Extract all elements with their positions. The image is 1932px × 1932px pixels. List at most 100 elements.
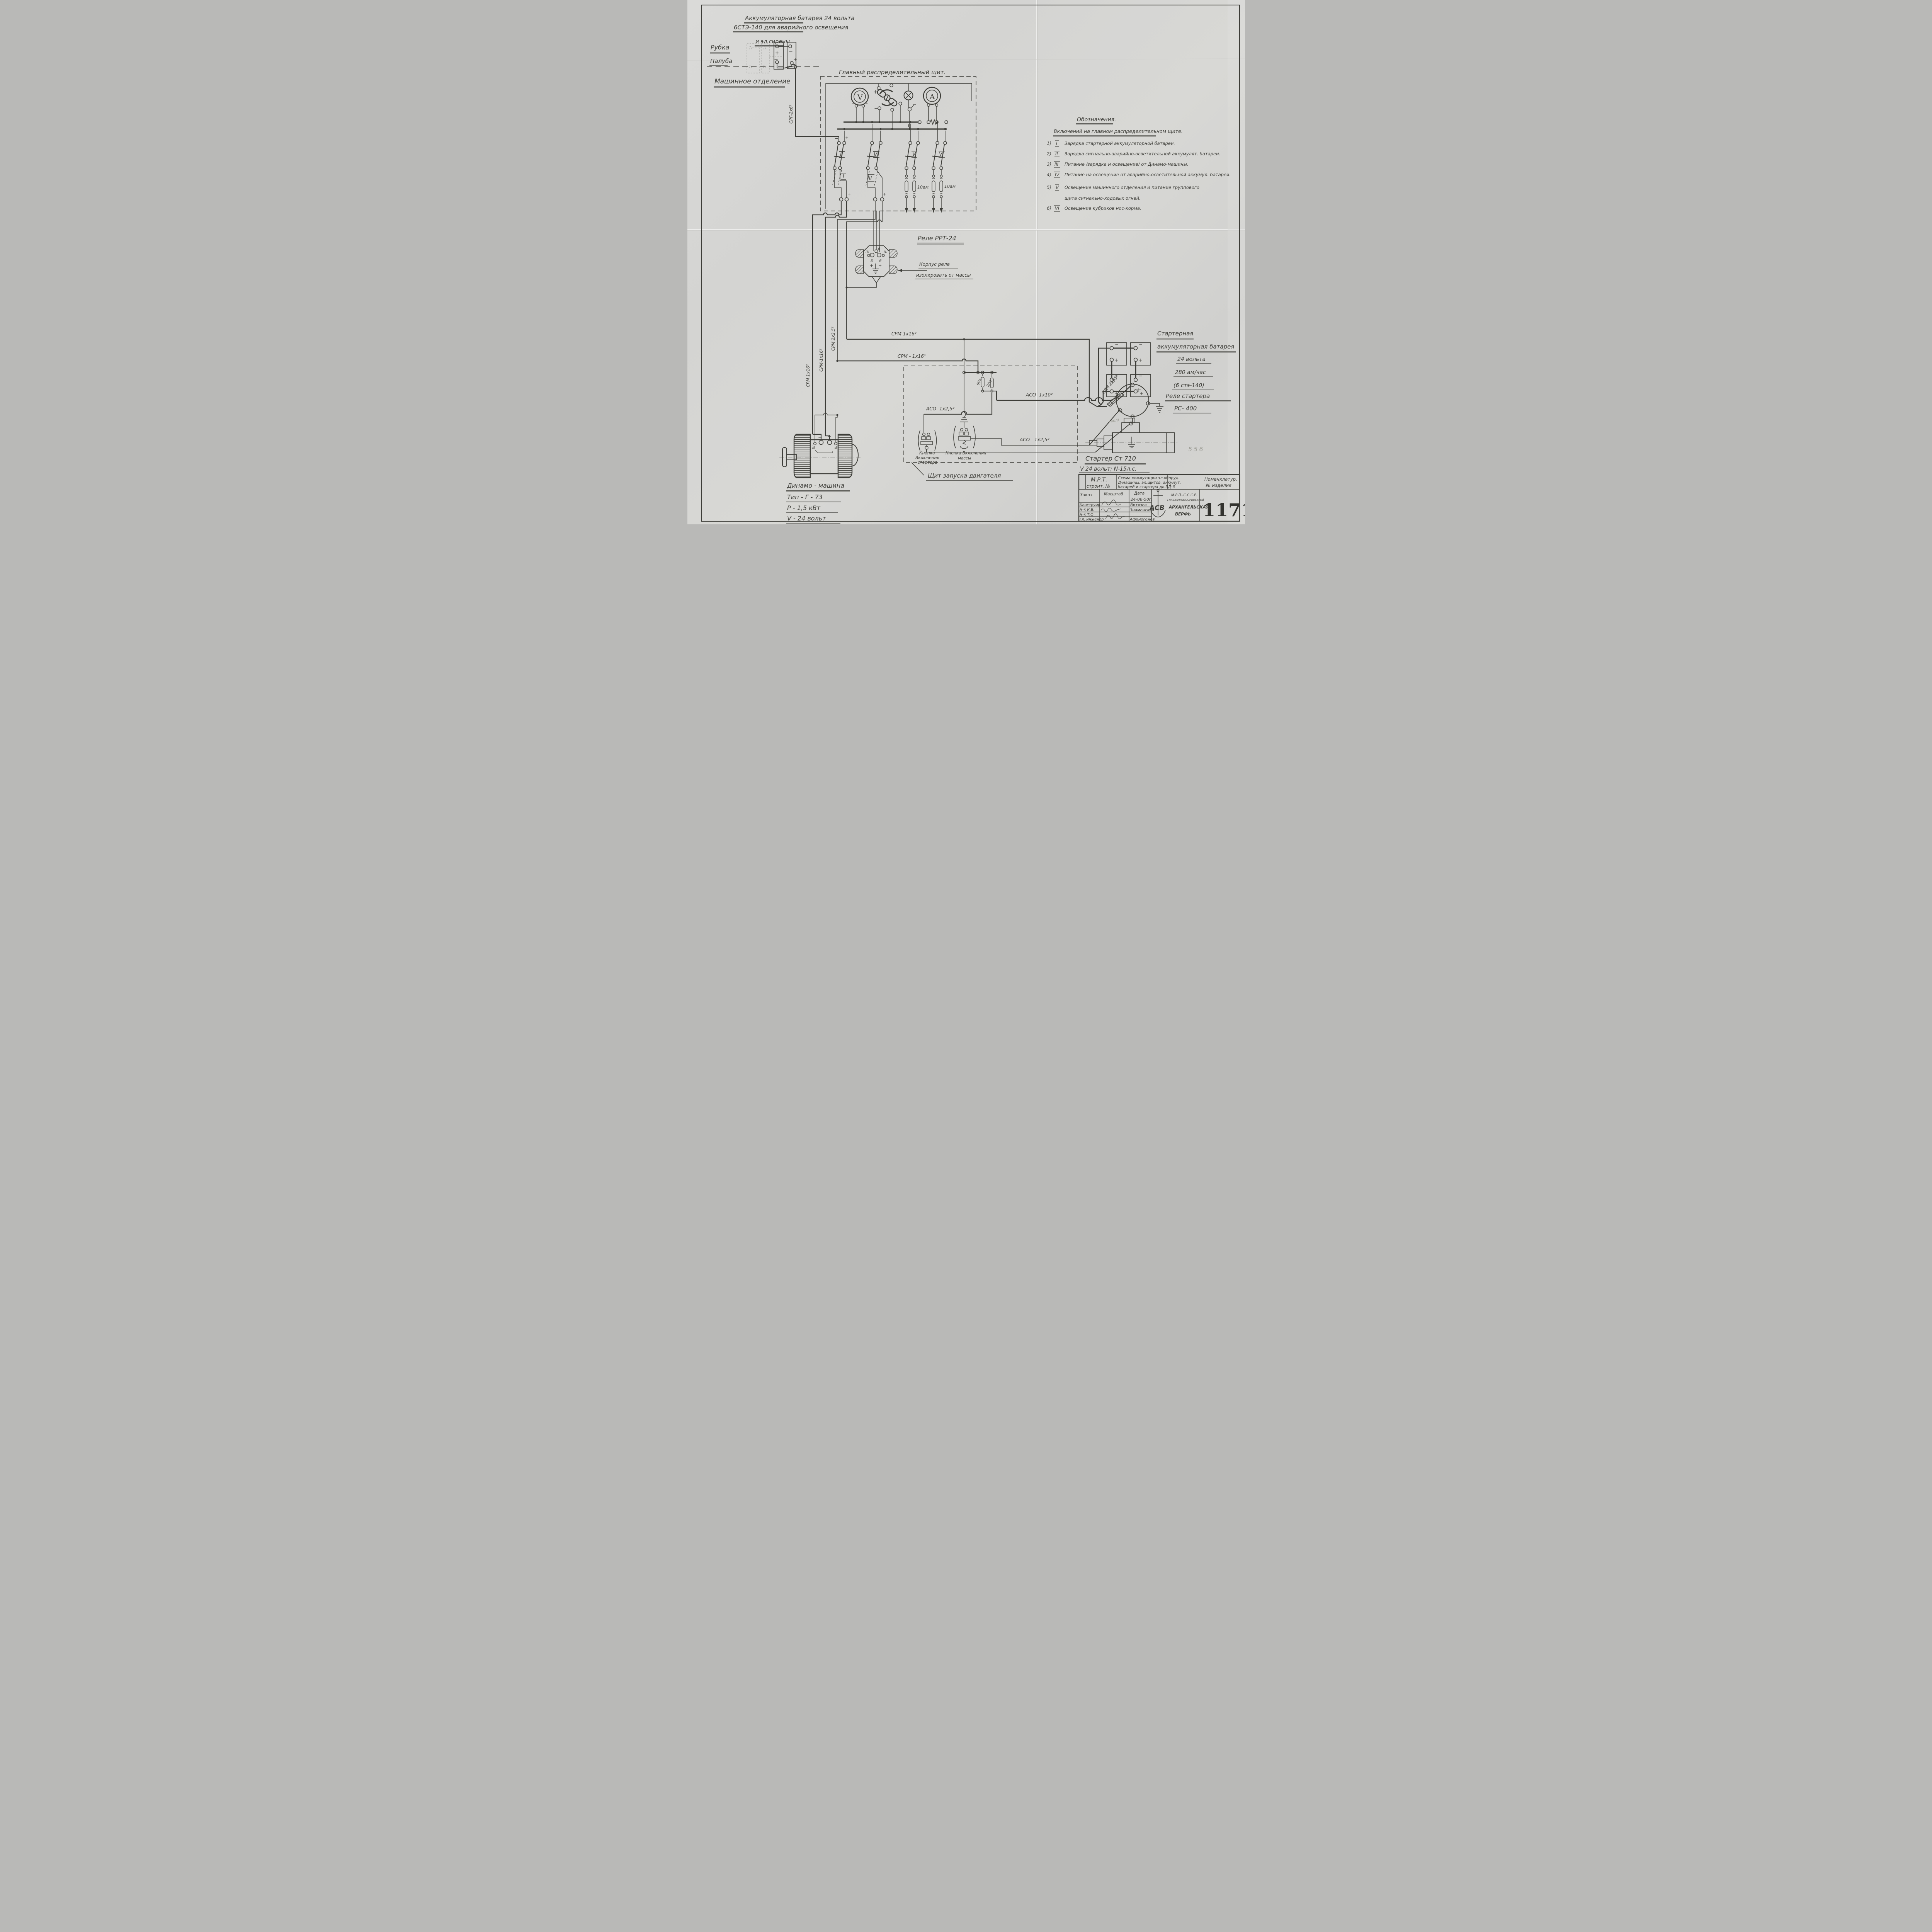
shipyard-logo: АСВ М.Р.П.-С.С.С.Р. ГЛАВЗАПРЫБОСУДОСТРОЙ… bbox=[1149, 489, 1209, 517]
tb-nomen1: Номенклатур. bbox=[1204, 476, 1237, 482]
starter-button: Кнопка Включения стартера bbox=[915, 430, 939, 465]
selector-minus: − bbox=[874, 105, 879, 112]
btn-mass-l2: массы bbox=[958, 456, 971, 461]
tb-row4: Гл. инженер bbox=[1080, 517, 1104, 522]
fuse-10am-label-1: 10ам. bbox=[917, 185, 930, 190]
paluba-label: Палуба bbox=[710, 58, 732, 65]
battery-title-line1: Аккумуляторная батарея 24 вольта bbox=[745, 15, 854, 22]
srm16-v1-label: СРМ 1х16² bbox=[806, 364, 811, 387]
srm16-h2-label: СРМ - 1х16² bbox=[898, 354, 926, 359]
legend-item-5: Освещение машинного отделения и питание … bbox=[1065, 185, 1199, 190]
dynamo-l2: Тип - Г - 73 bbox=[787, 493, 823, 501]
battery-minus: − bbox=[789, 49, 793, 55]
battery-title-line2: 6СТЭ-140 для аварийного освещения bbox=[734, 24, 849, 31]
aso10-label: АСО- 1х10² bbox=[1026, 392, 1053, 398]
legend-roman-3: III bbox=[1054, 162, 1059, 167]
fuse-10am-label-2: 10ам bbox=[944, 184, 956, 189]
panel-to-dynamo-wires: СРМ 1х16² СРМ-1х16² СРМ 2х2,5² bbox=[806, 201, 883, 442]
charging-cables: СРМ 1х16² СРМ - 1х16² bbox=[836, 331, 1097, 417]
ammeter: A bbox=[917, 87, 948, 126]
signal-lamp bbox=[903, 83, 916, 129]
tb-desc1: Схема коммутации эл.оборуд. bbox=[1118, 476, 1180, 480]
engine-start-panel: Щит запуска двигателя 60а 20а АСО- 1х2,5… bbox=[903, 366, 1078, 481]
sbat-l2: аккумуляторная батарея bbox=[1157, 343, 1234, 350]
legend-num-3: 3) bbox=[1047, 162, 1051, 167]
swII-plus: + bbox=[845, 135, 849, 140]
rs400-l1: Реле стартера bbox=[1166, 393, 1210, 400]
legend-roman-2: II bbox=[1055, 151, 1058, 156]
fuse-60a-label: 60а bbox=[976, 378, 983, 386]
dynamo-minus: − bbox=[818, 435, 822, 440]
rs400-plus: + bbox=[1136, 386, 1141, 393]
title-block: М.Р.Т. строит. № Схема коммутации эл.обо… bbox=[1078, 474, 1245, 522]
legend-num-2: 2) bbox=[1047, 151, 1051, 156]
tb-name2: Знаменская bbox=[1130, 508, 1154, 512]
dynamo-sh2: Ш bbox=[834, 446, 838, 449]
voltmeter: V − + bbox=[850, 87, 869, 122]
rrt-term-sh2: Ш bbox=[884, 250, 888, 254]
rs400-pencil-note: (вкл) bbox=[1109, 418, 1119, 424]
rrt-term-ya1: Я bbox=[878, 247, 880, 251]
starter-l1: Стартер Ст 710 bbox=[1085, 455, 1136, 462]
sbat-m4: − bbox=[1139, 373, 1143, 379]
rrt-term-b: Б bbox=[871, 259, 873, 263]
srm95-cable: СРМ 2х95² bbox=[1097, 374, 1131, 407]
btn-starter-l2: Включения bbox=[915, 456, 939, 460]
rs400-l2: РС- 400 bbox=[1174, 405, 1197, 412]
legend-roman-1: I bbox=[1056, 141, 1058, 146]
dynamo-l4: V - 24 вольт bbox=[787, 515, 826, 522]
voltmeter-selector-switch: + − bbox=[873, 83, 902, 129]
tb-date-val: 24-06-50г. bbox=[1131, 497, 1153, 502]
relay-rs400: Реле стартера РС- 400 + (вкл) bbox=[1109, 383, 1231, 424]
srg-cable-label: СРГ-2х6² bbox=[789, 104, 794, 124]
dynamo: Ш − + Ш Динамо - машина Тип - Г - 73 Р -… bbox=[779, 434, 862, 524]
feeder-fuses: 10ам. 10ам bbox=[904, 170, 956, 213]
starter-pencil-note: 556 bbox=[1188, 446, 1205, 453]
rrt-term-ya2: Я bbox=[879, 259, 881, 263]
voltmeter-minus: − bbox=[852, 102, 855, 106]
panel-title: Главный распределительный щит. bbox=[839, 69, 946, 76]
aso10-wire bbox=[996, 397, 1116, 401]
battery-minus2: − bbox=[774, 57, 778, 63]
battery-plus2: + bbox=[793, 57, 797, 62]
tb-masshtab: Масштаб bbox=[1104, 492, 1123, 497]
sbat-type: (6 стэ-140) bbox=[1173, 383, 1204, 389]
t1-minus: − bbox=[838, 192, 842, 197]
tb-name1: Витязев bbox=[1130, 503, 1147, 507]
legend-num-5: 5) bbox=[1047, 185, 1051, 190]
dynamo-l3: Р - 1,5 кВт bbox=[787, 504, 821, 512]
sbat-p1: + bbox=[1115, 357, 1119, 363]
legend-item-4: Питание на освещение от аварийно-осветит… bbox=[1065, 172, 1231, 177]
tb-row3: Н-к Т.О bbox=[1080, 513, 1094, 517]
legend-title: Обозначения. bbox=[1077, 117, 1116, 123]
legend-item-2: Зарядка сигнально-аварийно-осветительной… bbox=[1065, 151, 1220, 156]
legend-num-1: 1) bbox=[1047, 141, 1051, 146]
sbat-p2: + bbox=[1139, 357, 1143, 363]
mass-to-relay-wire bbox=[970, 410, 1120, 446]
fuse-20a-label: 20а bbox=[986, 379, 993, 388]
paper-creases bbox=[687, 0, 1245, 524]
btn-starter-l3: стартера bbox=[918, 460, 937, 465]
sbat-m2: − bbox=[1139, 342, 1143, 347]
rrt-plus1: + bbox=[870, 263, 873, 268]
voltmeter-plus: + bbox=[865, 101, 868, 105]
legend-item-1: Зарядка стартерной аккумуляторной батаре… bbox=[1065, 141, 1175, 146]
btn-starter-l1: Кнопка bbox=[919, 451, 935, 456]
tb-stroit: строит. № bbox=[1087, 483, 1110, 489]
aso25b-label: АСО - 1х2,5² bbox=[1019, 437, 1049, 442]
tb-desc3: батарей и стартера дв.3Д-6 bbox=[1118, 485, 1175, 489]
rrt-term-sh1: Ш bbox=[866, 250, 869, 254]
legend: Обозначения. Включений на главном распре… bbox=[1047, 117, 1231, 212]
swI-label: I bbox=[843, 173, 844, 179]
logo-text3: АРХАНГЕЛЬСКАЯ bbox=[1168, 505, 1209, 510]
main-switchboard: V − + + − bbox=[820, 76, 976, 213]
tb-data: Дата bbox=[1134, 491, 1145, 496]
tb-desc2: Д-машины, эл.щитов, аккумут. bbox=[1117, 481, 1181, 485]
blueprint-sheet: Аккумуляторная батарея 24 вольта 6СТЭ-14… bbox=[687, 0, 1245, 524]
mass-button: Кнопка Включения массы bbox=[946, 417, 986, 461]
voltmeter-letter: V bbox=[857, 93, 863, 102]
rrt-title: Реле РРТ-24 bbox=[918, 235, 956, 242]
rubka-label: Рубка bbox=[711, 44, 729, 51]
starter-motor: Стартер Ст 710 V 24 вольт; N-15л.с. 556 bbox=[1079, 418, 1205, 473]
battery-plus: + bbox=[775, 50, 779, 56]
